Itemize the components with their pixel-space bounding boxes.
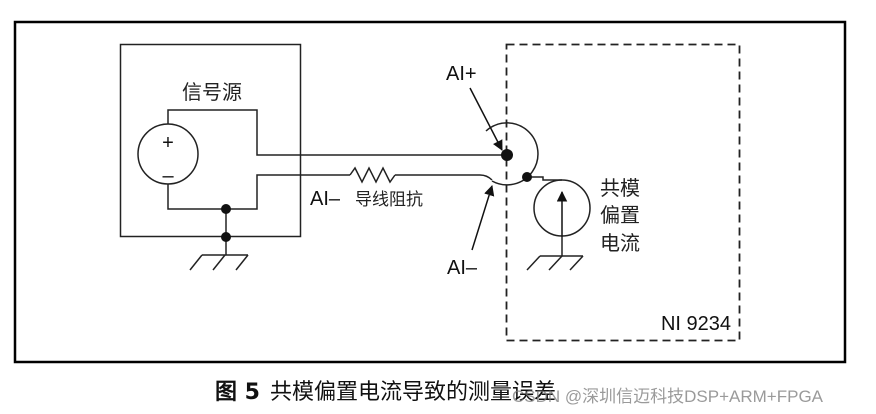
signal-source-label: 信号源	[182, 80, 242, 104]
voltage-plus-sign: +	[162, 132, 174, 154]
outer-frame	[13, 20, 847, 364]
lead-impedance-label: 导线阻抗	[355, 190, 423, 210]
ai-plus-label: AI+	[446, 63, 477, 85]
connector	[485, 122, 539, 186]
figure-title: 共模偏置电流导致的测量误差	[269, 380, 556, 405]
figure-number: 图 5	[215, 380, 260, 405]
ai-minus-arrow	[471, 184, 495, 251]
bias-current-source	[533, 179, 591, 256]
ground-junction-dot	[221, 204, 231, 214]
ai-plus-arrow	[469, 87, 503, 151]
wires	[167, 109, 562, 255]
bias-current-label-line3: 电流	[600, 231, 640, 255]
figure-caption: 图 5 共模偏置电流导致的测量误差	[215, 374, 556, 406]
bias-current-label-line2: 偏置	[600, 203, 640, 227]
ground-junction-dot	[221, 232, 231, 242]
lead-resistor	[349, 166, 396, 184]
ai-minus-label: AI–	[447, 257, 478, 279]
bias-current-label-line1: 共模	[600, 176, 640, 200]
ground-symbol	[189, 254, 249, 271]
ai-minus-lead-label: AI–	[310, 188, 341, 210]
watermark: CSDN @深圳信迈科技DSP+ARM+FPGA	[512, 387, 824, 406]
signal-source-box	[119, 43, 302, 238]
voltage-source: + –	[137, 123, 199, 187]
voltage-minus-sign: –	[162, 165, 174, 187]
device-label: NI 9234	[661, 313, 731, 335]
ai-minus-pin	[522, 172, 532, 182]
ni-device-box	[505, 43, 741, 342]
ai-plus-pin	[501, 149, 513, 161]
ground-symbol	[526, 255, 584, 271]
